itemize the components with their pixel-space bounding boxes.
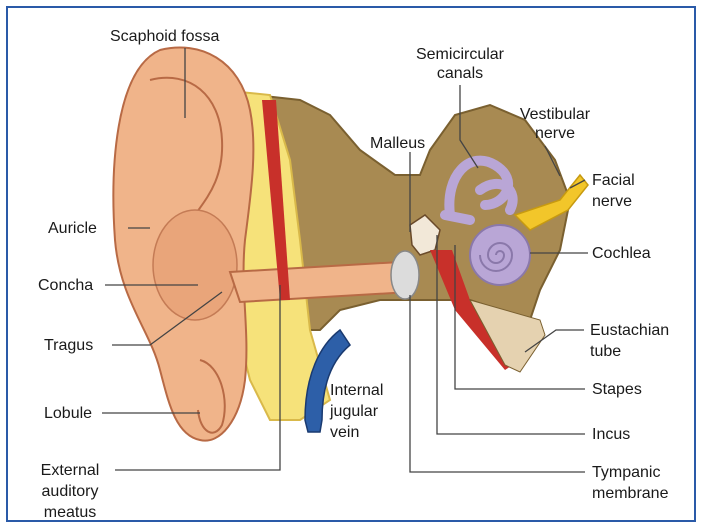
label-internal-jugular-vein-line3: vein	[330, 423, 359, 442]
label-external-auditory-meatus-line2: auditory	[20, 482, 120, 501]
label-lobule: Lobule	[44, 404, 92, 423]
label-auricle: Auricle	[48, 219, 97, 238]
label-eustachian-tube-line2: tube	[590, 342, 621, 361]
label-vestibular-nerve-line1: Vestibular	[505, 105, 605, 124]
label-tympanic-membrane-line1: Tympanic	[592, 463, 660, 482]
label-scaphoid-fossa: Scaphoid fossa	[110, 27, 219, 46]
label-facial-nerve-line2: nerve	[592, 192, 632, 211]
label-internal-jugular-vein-line2: jugular	[330, 402, 378, 421]
label-external-auditory-meatus-line3: meatus	[20, 503, 120, 522]
label-eustachian-tube-line1: Eustachian	[590, 321, 669, 340]
label-stapes: Stapes	[592, 380, 642, 399]
label-vestibular-nerve-line2: nerve	[505, 124, 605, 143]
label-incus: Incus	[592, 425, 630, 444]
label-cochlea: Cochlea	[592, 244, 651, 263]
label-external-auditory-meatus-line1: External	[20, 461, 120, 480]
label-semicircular-canals-line2: canals	[396, 64, 524, 83]
label-tragus: Tragus	[44, 336, 93, 355]
label-tympanic-membrane-line2: membrane	[592, 484, 668, 503]
concha-bowl	[153, 210, 237, 320]
label-concha: Concha	[38, 276, 93, 295]
label-facial-nerve-line1: Facial	[592, 171, 635, 190]
label-malleus: Malleus	[370, 134, 425, 153]
tympanic-membrane-shape	[391, 251, 419, 299]
label-semicircular-canals-line1: Semicircular	[396, 45, 524, 64]
label-internal-jugular-vein-line1: Internal	[330, 381, 383, 400]
